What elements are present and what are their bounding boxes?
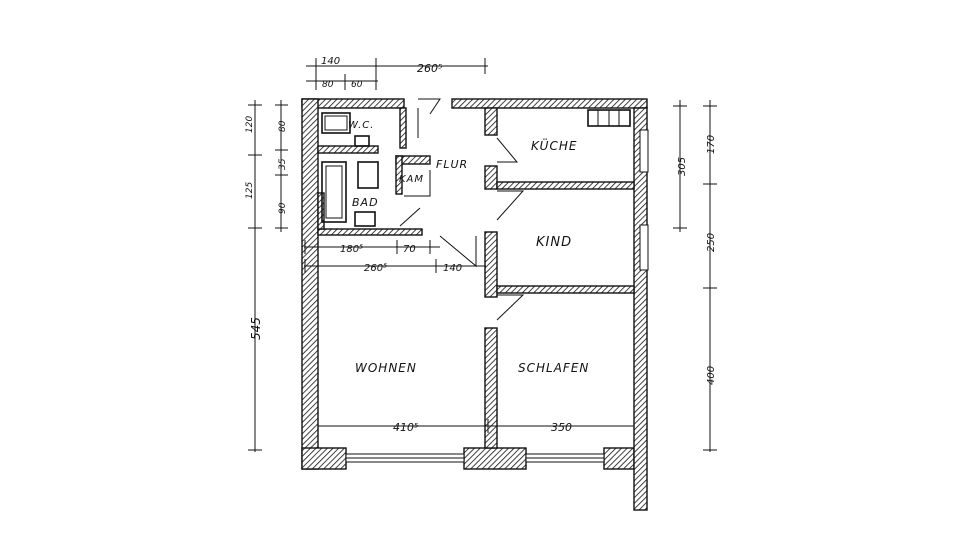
room-label-flur: FLUR [436,158,468,171]
dim-mid2-260: 260⁵ [364,263,387,274]
dim-top-140: 140 [321,56,340,67]
room-label-bad: BAD [352,196,379,209]
dim-top-80: 80 [322,80,334,90]
dim-mid-180: 180⁵ [340,244,363,255]
room-label-schlafen: SCHLAFEN [518,361,589,375]
fixtures [321,109,631,227]
dim-left2-80: 80 [278,120,288,132]
dim-right-250: 250 [706,233,717,252]
dim-left2-35: 35 [278,158,288,170]
dim-left2-90: 90 [278,202,288,214]
dim-right-305: 305 [677,157,688,176]
dim-right-170: 170 [706,135,717,154]
dim-mid-70: 70 [403,244,416,255]
room-label-wc: W.C. [348,120,374,131]
dim-left-125: 125 [245,182,255,199]
dim-top-60: 60 [351,80,363,90]
interior-walls [317,107,635,449]
dimension-lines [248,58,717,452]
room-label-kam: KAM [399,174,424,185]
exterior-walls [301,98,648,511]
room-label-kueche: KÜCHE [531,137,577,153]
dim-bottom-410: 410⁵ [393,421,418,434]
room-label-wohnen: WOHNEN [355,361,417,375]
dim-right-400: 400 [706,366,717,385]
room-label-kind: KIND [536,235,572,250]
dim-top-260: 260⁵ [417,62,442,75]
dim-mid2-140: 140 [443,263,462,274]
dim-left-545: 545 [249,317,263,340]
windows [345,129,649,463]
dim-left-120: 120 [245,116,255,133]
dim-bottom-350: 350 [551,421,572,434]
